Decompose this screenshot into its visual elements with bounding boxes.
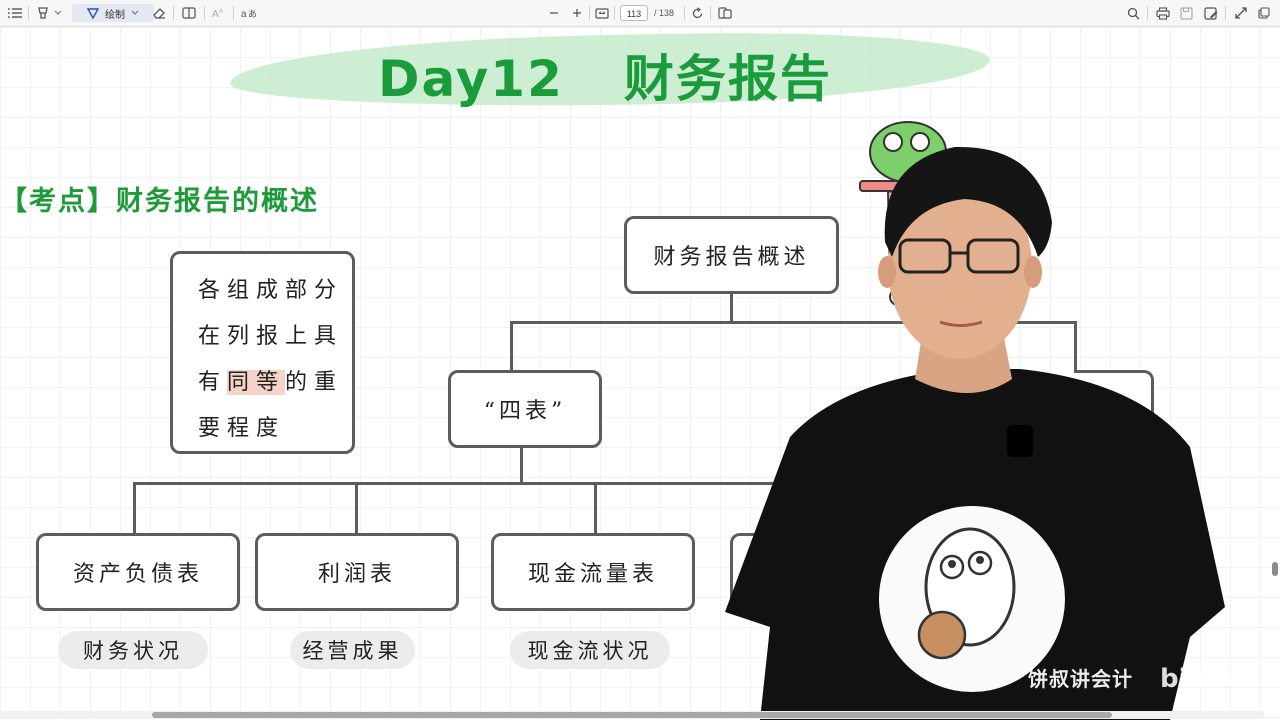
svg-text:bilibili: bilibili [1160, 664, 1251, 693]
menu-icon[interactable] [6, 4, 24, 22]
toolbar-divider [28, 6, 29, 20]
note-text: 的重 [285, 370, 344, 395]
toolbar-divider [710, 6, 711, 20]
page-number-input[interactable]: 113 [620, 5, 648, 21]
zoom-out-icon[interactable] [547, 4, 561, 22]
cash-flow-desc: 现金流状况 [510, 631, 670, 669]
note-line: 有同等的重 [198, 360, 352, 406]
draw-button[interactable]: 绘制 [72, 4, 154, 22]
presenter-video [725, 146, 1225, 720]
draw-icon [87, 8, 99, 19]
chevron-down-icon [131, 10, 139, 15]
note-box: 各组成部分 在列报上具 有同等的重 要程度 [170, 251, 355, 454]
channel-watermark: 饼叔讲会计 [1028, 667, 1133, 691]
page-view-icon[interactable] [717, 4, 733, 22]
svg-text:a: a [241, 9, 247, 19]
chevron-down-icon[interactable] [53, 4, 63, 22]
page-total-label: / 138 [654, 8, 675, 18]
draw-label: 绘制 [105, 9, 125, 21]
save-icon[interactable] [1178, 4, 1194, 22]
cash-flow-statement-node: 现金流量表 [491, 533, 695, 611]
income-statement-node: 利润表 [255, 533, 459, 611]
toolbar-divider [684, 6, 685, 20]
toolbar-divider [1147, 6, 1148, 20]
balance-sheet-node: 资产负债表 [36, 533, 240, 611]
connector-line [510, 321, 1077, 324]
toolbar-divider [589, 6, 590, 20]
svg-text:あ: あ [248, 9, 257, 19]
balance-sheet-desc: 财务状况 [58, 631, 208, 669]
fit-page-icon[interactable] [594, 4, 610, 22]
vertical-scrollbar-thumb[interactable] [1272, 562, 1278, 576]
note-text: 有 [198, 370, 228, 395]
connector-line [510, 321, 513, 371]
save-as-icon[interactable] [1203, 4, 1219, 22]
eraser-icon[interactable] [150, 4, 168, 22]
note-line: 在列报上具 [198, 324, 344, 349]
expand-icon[interactable] [1233, 4, 1249, 22]
title-topic: 财务报告 [623, 50, 832, 108]
highlighter-icon[interactable] [34, 4, 52, 22]
toolbar-divider [173, 6, 174, 20]
toolbar-divider [204, 6, 205, 20]
more-icon[interactable] [1256, 4, 1272, 22]
svg-text:A: A [219, 9, 223, 15]
connector-line [730, 294, 733, 324]
text-view-icon[interactable] [180, 4, 198, 22]
connector-line [520, 448, 523, 483]
print-icon[interactable] [1155, 4, 1171, 22]
title-day: Day12 [378, 50, 564, 108]
connector-line [355, 482, 358, 534]
rotate-icon[interactable] [689, 4, 705, 22]
income-statement-desc: 经营成果 [290, 631, 415, 669]
connector-line [133, 482, 773, 485]
document-page: Day12 财务报告 【考点】财务报告的概述 各组成部分 在列报上具 有同等的重 … [0, 27, 1280, 720]
search-icon[interactable] [1125, 4, 1141, 22]
four-tables-node: “四表” [448, 370, 602, 448]
note-line: 要程度 [198, 416, 286, 441]
connector-line [594, 482, 597, 534]
highlighted-text: 同等 [227, 370, 286, 395]
toolbar-divider [233, 6, 234, 20]
zoom-in-icon[interactable] [570, 4, 584, 22]
section-heading: 【考点】财务报告的概述 [0, 186, 319, 217]
connector-line [133, 482, 136, 534]
root-node: 财务报告概述 [624, 216, 839, 294]
bilibili-logo-icon: bilibili [1160, 664, 1251, 693]
toolbar-divider [1225, 6, 1226, 20]
note-line: 各组成部分 [198, 278, 344, 303]
horizontal-scrollbar-thumb[interactable] [152, 712, 1112, 718]
toolbar-divider [614, 6, 615, 20]
connector-line [1074, 321, 1077, 371]
page-title: Day12 财务报告 [378, 39, 832, 111]
svg-text:A: A [212, 9, 219, 19]
